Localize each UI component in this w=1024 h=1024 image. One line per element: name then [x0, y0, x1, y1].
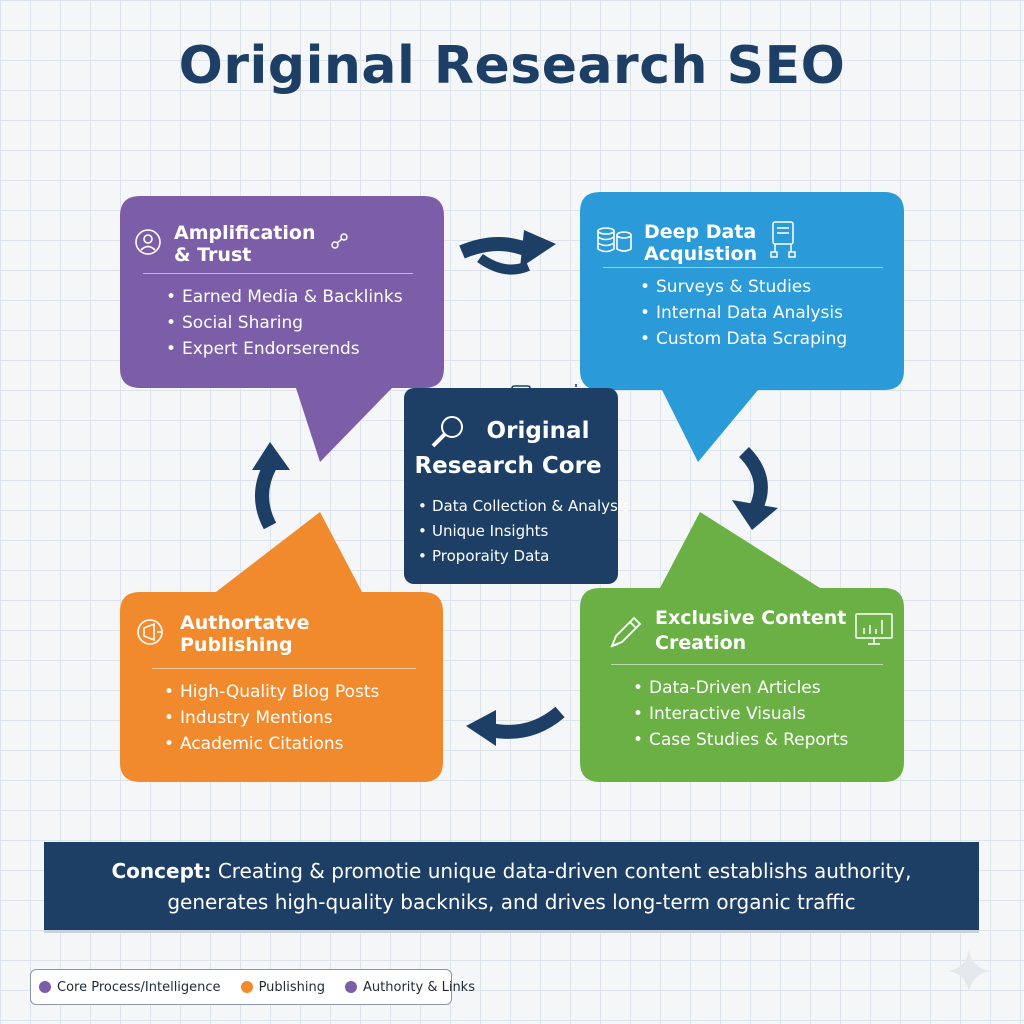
publishing-title: Authortatve Publishing [180, 612, 310, 656]
legend-label: Core Process/Intelligence [57, 979, 221, 995]
legend-label: Authority & Links [363, 979, 475, 995]
arrow-right-icon [732, 447, 778, 530]
publishing-list: High-Quality Blog Posts Industry Mention… [164, 679, 379, 757]
magnifier-icon [428, 412, 468, 457]
concept-banner: Concept: Creating & promotie unique data… [44, 842, 979, 933]
amplification-title: Amplification & Trust [174, 222, 316, 266]
legend-dot [240, 981, 253, 993]
page-title: Original Research SEO [178, 36, 846, 96]
amplification-header: Amplification & Trust [132, 222, 351, 266]
legend: Core Process/Intelligence Publishing Aut… [30, 969, 475, 1005]
publishing-header: Authortatve Publishing [134, 612, 310, 656]
legend-item-core: Core Process/Intelligence [39, 980, 221, 995]
legend-dot [345, 981, 358, 993]
core-title: Original Research Core [414, 414, 616, 484]
list-item: Unique Insights [418, 519, 630, 544]
database-icon [596, 224, 634, 261]
list-item: Interactive Visuals [633, 701, 848, 727]
core-title-line1: Original [486, 418, 590, 444]
sparkle-icon [948, 950, 990, 992]
legend-item-publishing: Publishing [240, 979, 326, 995]
pencil-icon [606, 614, 644, 657]
core-list: Data Collection & Analysis Unique Insigh… [418, 494, 630, 569]
list-item: Surveys & Studies [640, 274, 847, 300]
core-title-line2: Research Core [414, 453, 602, 479]
legend-dot [39, 981, 51, 993]
publishing-divider [152, 668, 416, 669]
list-item: Social Sharing [166, 310, 403, 336]
arrow-bottom-icon [466, 706, 565, 746]
acquisition-list: Surveys & Studies Internal Data Analysis… [640, 274, 847, 352]
list-item: Custom Data Scraping [640, 326, 847, 352]
user-network-icon [132, 226, 164, 263]
concept-label: Concept: [111, 859, 212, 883]
acquisition-title: Deep Data Acquistion [644, 220, 758, 265]
acquisition-header: Deep Data Acquistion [596, 220, 797, 265]
arrow-left-icon [252, 442, 290, 530]
legend-item-authority: Authority & Links [345, 980, 475, 995]
arrow-top-icon [459, 230, 556, 275]
list-item: Expert Endorserends [166, 336, 403, 362]
concept-text-line2: generates high-quality backniks, and dri… [167, 890, 856, 914]
list-item: Case Studies & Reports [633, 727, 848, 753]
concept-text-line1: Creating & promotie unique data-driven c… [217, 859, 912, 883]
amplification-list: Earned Media & Backlinks Social Sharing … [166, 284, 403, 362]
creation-title-line2: Creation [655, 632, 747, 654]
list-item: Data Collection & Analysis [418, 494, 630, 519]
share-icon [329, 231, 351, 258]
list-item: Proporaity Data [418, 544, 630, 569]
creation-divider [611, 664, 883, 665]
creation-title-line1: Exclusive Content [655, 607, 847, 629]
list-item: Earned Media & Backlinks [166, 284, 403, 310]
list-item: Academic Citations [164, 731, 379, 757]
megaphone-icon [134, 616, 170, 653]
creation-title: Exclusive Content Creation [655, 606, 855, 656]
legend-label: Publishing [258, 979, 326, 995]
server-icon [769, 220, 797, 265]
list-item: High-Quality Blog Posts [164, 679, 379, 705]
list-item: Internal Data Analysis [640, 300, 847, 326]
acquisition-divider [603, 267, 883, 268]
concept-line1: Concept: Creating & promotie unique data… [44, 842, 979, 887]
creation-list: Data-Driven Articles Interactive Visuals… [633, 675, 848, 753]
presentation-chart-icon [854, 612, 894, 653]
list-item: Industry Mentions [164, 705, 379, 731]
list-item: Data-Driven Articles [633, 675, 848, 701]
research-core-box: Original Research Core Data Collection &… [404, 388, 630, 584]
amplification-divider [143, 273, 413, 274]
